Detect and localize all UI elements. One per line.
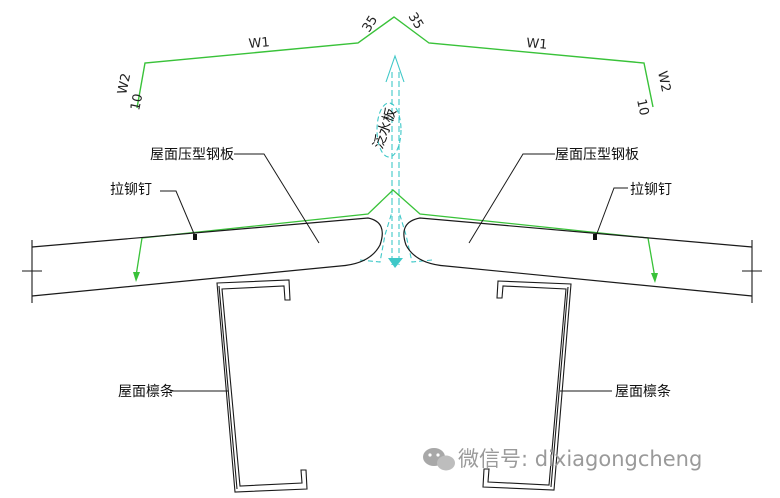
underlay-arrow: [388, 258, 403, 268]
watermark-text: 微信号: dixiagongcheng: [458, 447, 702, 471]
flashing-label: 泛水板: [371, 106, 400, 151]
dim-10-right: 10: [633, 98, 651, 117]
purlin-left: [216, 279, 308, 493]
dim-10-left: 10: [128, 93, 146, 112]
rivet-right: [593, 234, 597, 240]
flashing-direction-arrow: [376, 54, 405, 200]
wechat-logo: [423, 448, 455, 471]
purlin-label-left: 屋面檩条: [118, 383, 174, 400]
purlin-right: [482, 280, 572, 491]
break-marker-left: [22, 240, 42, 303]
leader-lines: [160, 153, 628, 392]
roof-panel-left: [31, 217, 383, 297]
roof-panel-right: [403, 217, 753, 297]
dim-w1-right: W1: [526, 36, 548, 53]
dim-35-left: 35: [360, 13, 381, 35]
rivet-label-right: 拉铆钉: [630, 182, 672, 198]
roof-panel-label-left: 屋面压型钢板: [150, 147, 234, 163]
break-marker-right: [742, 240, 762, 303]
dim-w2-right: W2: [654, 70, 673, 94]
flashing-end-arrows: [133, 272, 658, 283]
roof-panel-label-right: 屋面压型钢板: [555, 147, 639, 163]
dim-w2-left: W2: [115, 72, 134, 96]
dim-35-right: 35: [405, 10, 426, 32]
flashing-underlay: [359, 200, 433, 265]
purlin-label-right: 屋面檩条: [615, 383, 671, 400]
dim-w1-left: W1: [248, 35, 270, 52]
flashing-profile: [136, 16, 654, 109]
rivet-label-left: 拉铆钉: [110, 182, 152, 198]
rivet-left: [193, 234, 197, 240]
